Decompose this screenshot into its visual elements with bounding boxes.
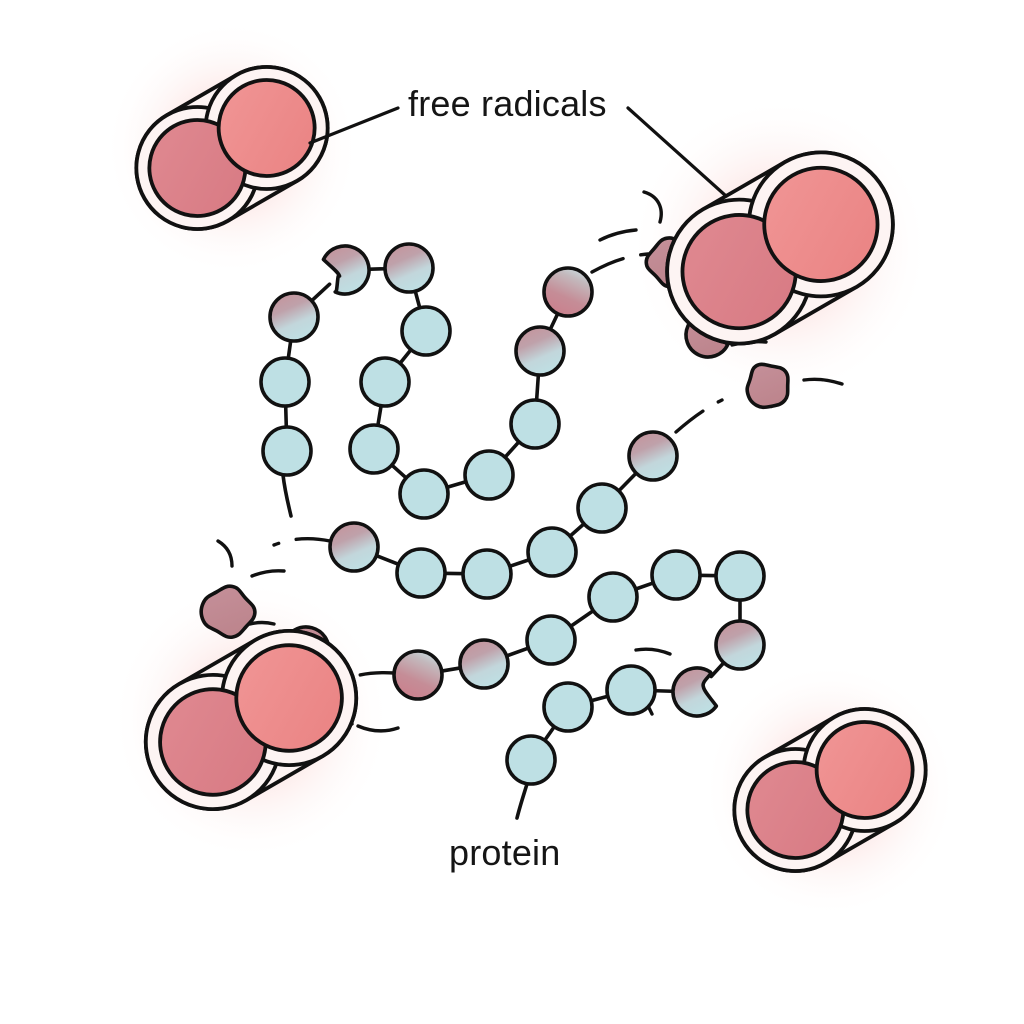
protein-bead-4-damaged[interactable]	[383, 242, 435, 294]
arc-low-b	[356, 724, 400, 733]
arc-top-a	[642, 190, 663, 224]
protein-bead-layer[interactable]	[259, 242, 766, 786]
fragment-top-right-c[interactable]	[745, 362, 790, 410]
free-radical-layer[interactable]	[114, 45, 948, 894]
protein-bead-2-damaged[interactable]	[268, 291, 320, 343]
protein-bead-19-damaged-strong[interactable]	[392, 649, 444, 701]
radical-bottom-right-sphere-front[interactable]	[799, 704, 930, 835]
chain-link-10	[534, 370, 541, 405]
protein-bead-5-healthy[interactable]	[400, 305, 452, 357]
protein-bead-25-damaged[interactable]	[714, 619, 766, 671]
tail-lower-mid	[515, 782, 529, 820]
protein-bead-0-healthy[interactable]	[261, 425, 313, 477]
arc-left-a	[216, 539, 234, 568]
radical-bottom-left[interactable]	[121, 606, 381, 833]
arc-low-c	[634, 647, 672, 656]
protein-bead-13-damaged[interactable]	[328, 521, 380, 573]
protein-bead-23-healthy[interactable]	[650, 549, 702, 601]
arc-left-b	[250, 569, 286, 578]
radical-top-left[interactable]	[114, 45, 350, 252]
broken-link-layer	[272, 252, 724, 679]
radical-top-right-sphere-front[interactable]	[744, 147, 899, 302]
protein-bead-16-healthy[interactable]	[526, 526, 578, 578]
protein-bead-28-healthy[interactable]	[542, 681, 594, 733]
chain-link-18	[501, 645, 534, 659]
arc-top-b	[598, 228, 638, 242]
protein-bead-29-healthy[interactable]	[505, 734, 557, 786]
protein-bead-20-damaged[interactable]	[458, 638, 510, 690]
protein-bead-18-damaged[interactable]	[627, 430, 679, 482]
arc-right-b	[802, 377, 844, 386]
label-free-radicals: free radicals	[408, 83, 607, 124]
leader-to-top-left-radical	[308, 106, 400, 145]
radical-top-right[interactable]	[641, 126, 919, 370]
radical-bottom-right[interactable]	[712, 687, 948, 894]
protein-bead-14-healthy[interactable]	[395, 547, 447, 599]
chain-link-16	[614, 469, 641, 495]
broken-link-left-low	[350, 670, 396, 679]
protein-bead-26-bitten[interactable]	[671, 666, 719, 718]
radical-top-left-sphere-front[interactable]	[201, 62, 332, 193]
protein-bead-21-healthy[interactable]	[525, 614, 577, 666]
protein-bead-15-healthy[interactable]	[461, 548, 513, 600]
protein-bead-24-healthy[interactable]	[714, 550, 766, 602]
protein-bead-9-healthy[interactable]	[463, 449, 515, 501]
protein-bead-22-healthy[interactable]	[587, 571, 639, 623]
protein-bead-7-healthy[interactable]	[348, 423, 400, 475]
radical-bottom-left-sphere-front[interactable]	[217, 626, 361, 770]
protein-bead-11-damaged[interactable]	[514, 325, 566, 377]
broken-link-top-right	[590, 252, 650, 274]
tail-upper-left	[281, 473, 293, 518]
protein-bead-6-healthy[interactable]	[359, 356, 411, 408]
protein-bead-1-healthy[interactable]	[259, 356, 311, 408]
chain-link-19	[566, 607, 598, 630]
protein-bead-12-damaged-strong[interactable]	[542, 266, 594, 318]
protein-bead-17-healthy[interactable]	[576, 482, 628, 534]
label-protein: protein	[449, 832, 561, 873]
protein-bead-10-healthy[interactable]	[509, 398, 561, 450]
leader-line-layer	[308, 106, 728, 198]
broken-link-left-mid	[272, 536, 332, 547]
chain-tail-layer	[281, 473, 529, 820]
chain-link-12	[371, 552, 404, 568]
broken-link-mid-right	[674, 398, 724, 434]
fragment-left-a[interactable]	[199, 584, 257, 640]
protein-bead-3-bitten[interactable]	[321, 244, 371, 296]
protein-bead-27-healthy[interactable]	[605, 664, 657, 716]
leader-to-top-right-radical	[626, 106, 728, 198]
protein-bead-8-healthy[interactable]	[398, 468, 450, 520]
arc-left-c	[248, 620, 276, 626]
